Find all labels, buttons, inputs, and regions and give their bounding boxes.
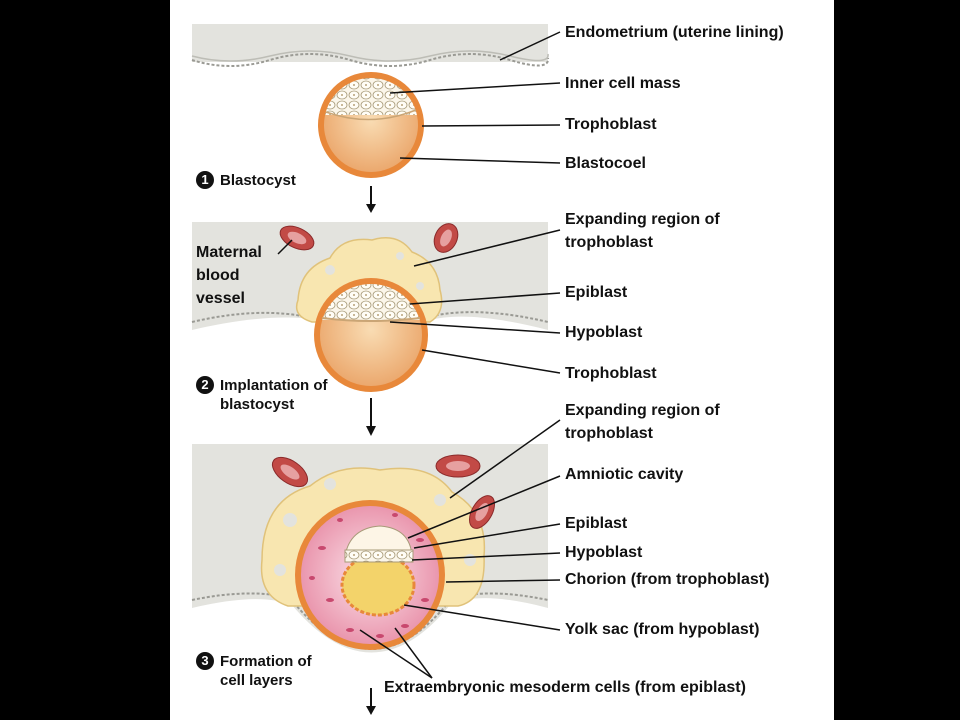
epiblast-hypoblast-2 <box>322 284 420 320</box>
arrow-3 <box>366 688 376 715</box>
endometrium-edge-3 <box>191 592 549 650</box>
step-2-caption: 2 Implantation of blastocyst <box>196 376 330 414</box>
leader-lines <box>277 31 561 679</box>
label-amniotic-cavity: Amniotic cavity <box>565 466 684 483</box>
panel-1-blastocyst <box>191 24 550 178</box>
label-hypoblast-3: Hypoblast <box>565 544 643 561</box>
label-trophoblast-2: Trophoblast <box>565 365 657 382</box>
label-endometrium: Endometrium (uterine lining) <box>565 24 784 41</box>
step-1-text: Blastocyst <box>220 172 296 189</box>
step-3-caption: 3 Formation of cell layers <box>196 652 320 690</box>
step-2-text: Implantation of blastocyst <box>220 377 328 413</box>
label-maternal-blood-vessel: Maternal blood vessel <box>196 244 262 307</box>
inner-cell-mass <box>325 78 417 115</box>
epiblast-hypoblast-3 <box>344 549 414 563</box>
label-extraembryonic-mesoderm: Extraembryonic mesoderm cells (from epib… <box>384 679 746 696</box>
label-trophoblast-1: Trophoblast <box>565 116 657 133</box>
panel-3-cell-layers <box>191 444 549 664</box>
step-1-number: 1 <box>196 171 214 189</box>
extraembryonic-mesoderm-cells <box>309 513 429 638</box>
step-2-number: 2 <box>196 376 214 394</box>
label-blastocoel: Blastocoel <box>565 155 646 172</box>
yolk-sac <box>340 553 416 617</box>
endometrium-edge-1 <box>191 53 550 67</box>
label-epiblast-3: Epiblast <box>565 515 628 532</box>
label-expanding-region-3: Expanding region of trophoblast <box>565 402 720 442</box>
step-3-number: 3 <box>196 652 214 670</box>
arrow-1 <box>366 186 376 213</box>
label-expanding-region-2: Expanding region of trophoblast <box>565 211 720 251</box>
label-inner-cell-mass: Inner cell mass <box>565 75 681 92</box>
step-3-text: Formation of cell layers <box>220 653 312 689</box>
label-yolk-sac: Yolk sac (from hypoblast) <box>565 621 760 638</box>
label-chorion: Chorion (from trophoblast) <box>565 571 770 588</box>
arrow-2 <box>366 398 376 436</box>
label-epiblast-2: Epiblast <box>565 284 628 301</box>
amniotic-cavity <box>344 525 413 557</box>
step-1-caption: 1 Blastocyst <box>196 171 296 190</box>
label-hypoblast-2: Hypoblast <box>565 324 643 341</box>
